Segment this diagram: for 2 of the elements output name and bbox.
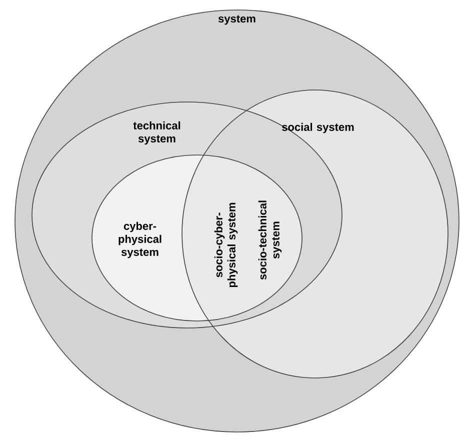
region-label: socio-cyber-physical system <box>214 202 238 288</box>
region-label: socio-technical system <box>258 200 282 280</box>
